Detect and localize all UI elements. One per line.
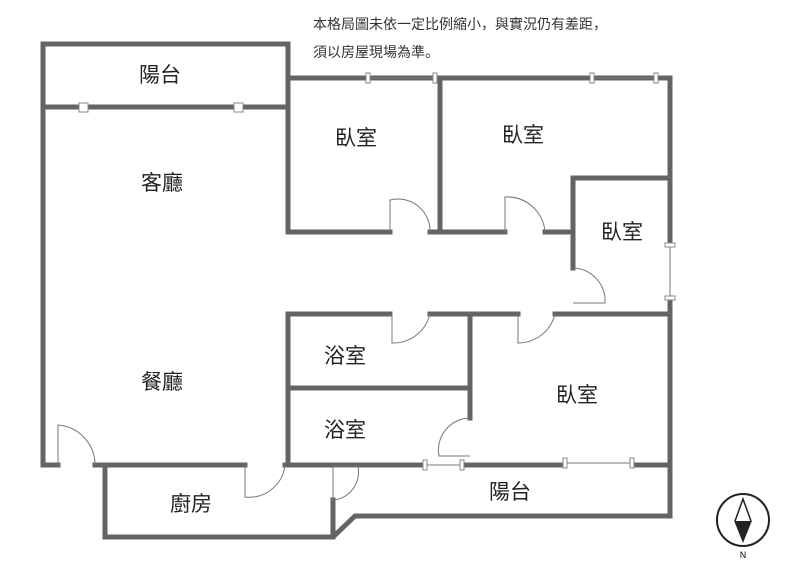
disclaimer-line-2: 須以房屋現場為準。 [313,45,439,61]
disclaimer-line-1: 本格局圖未依一定比例縮小，與實況仍有差距， [313,17,607,33]
compass-icon: N [716,493,770,561]
label-balcony-bottom: 陽台 [489,480,531,504]
label-bedroom-2: 臥室 [502,123,544,147]
windows [78,72,676,471]
doors [57,196,606,501]
compass-label: N [740,551,747,561]
room-labels: 陽台 客廳 餐廳 臥室 臥室 臥室 臥室 浴室 浴室 廚房 陽台 [139,63,643,516]
label-bedroom-3: 臥室 [601,220,643,244]
label-balcony-top: 陽台 [139,63,181,87]
label-living-room: 客廳 [141,171,183,195]
label-bedroom-1: 臥室 [335,126,377,150]
label-bathroom-1: 浴室 [324,344,366,368]
label-dining-room: 餐廳 [141,370,183,394]
label-kitchen: 廚房 [170,492,212,516]
label-bedroom-4: 臥室 [556,383,598,407]
label-bathroom-2: 浴室 [324,418,366,442]
